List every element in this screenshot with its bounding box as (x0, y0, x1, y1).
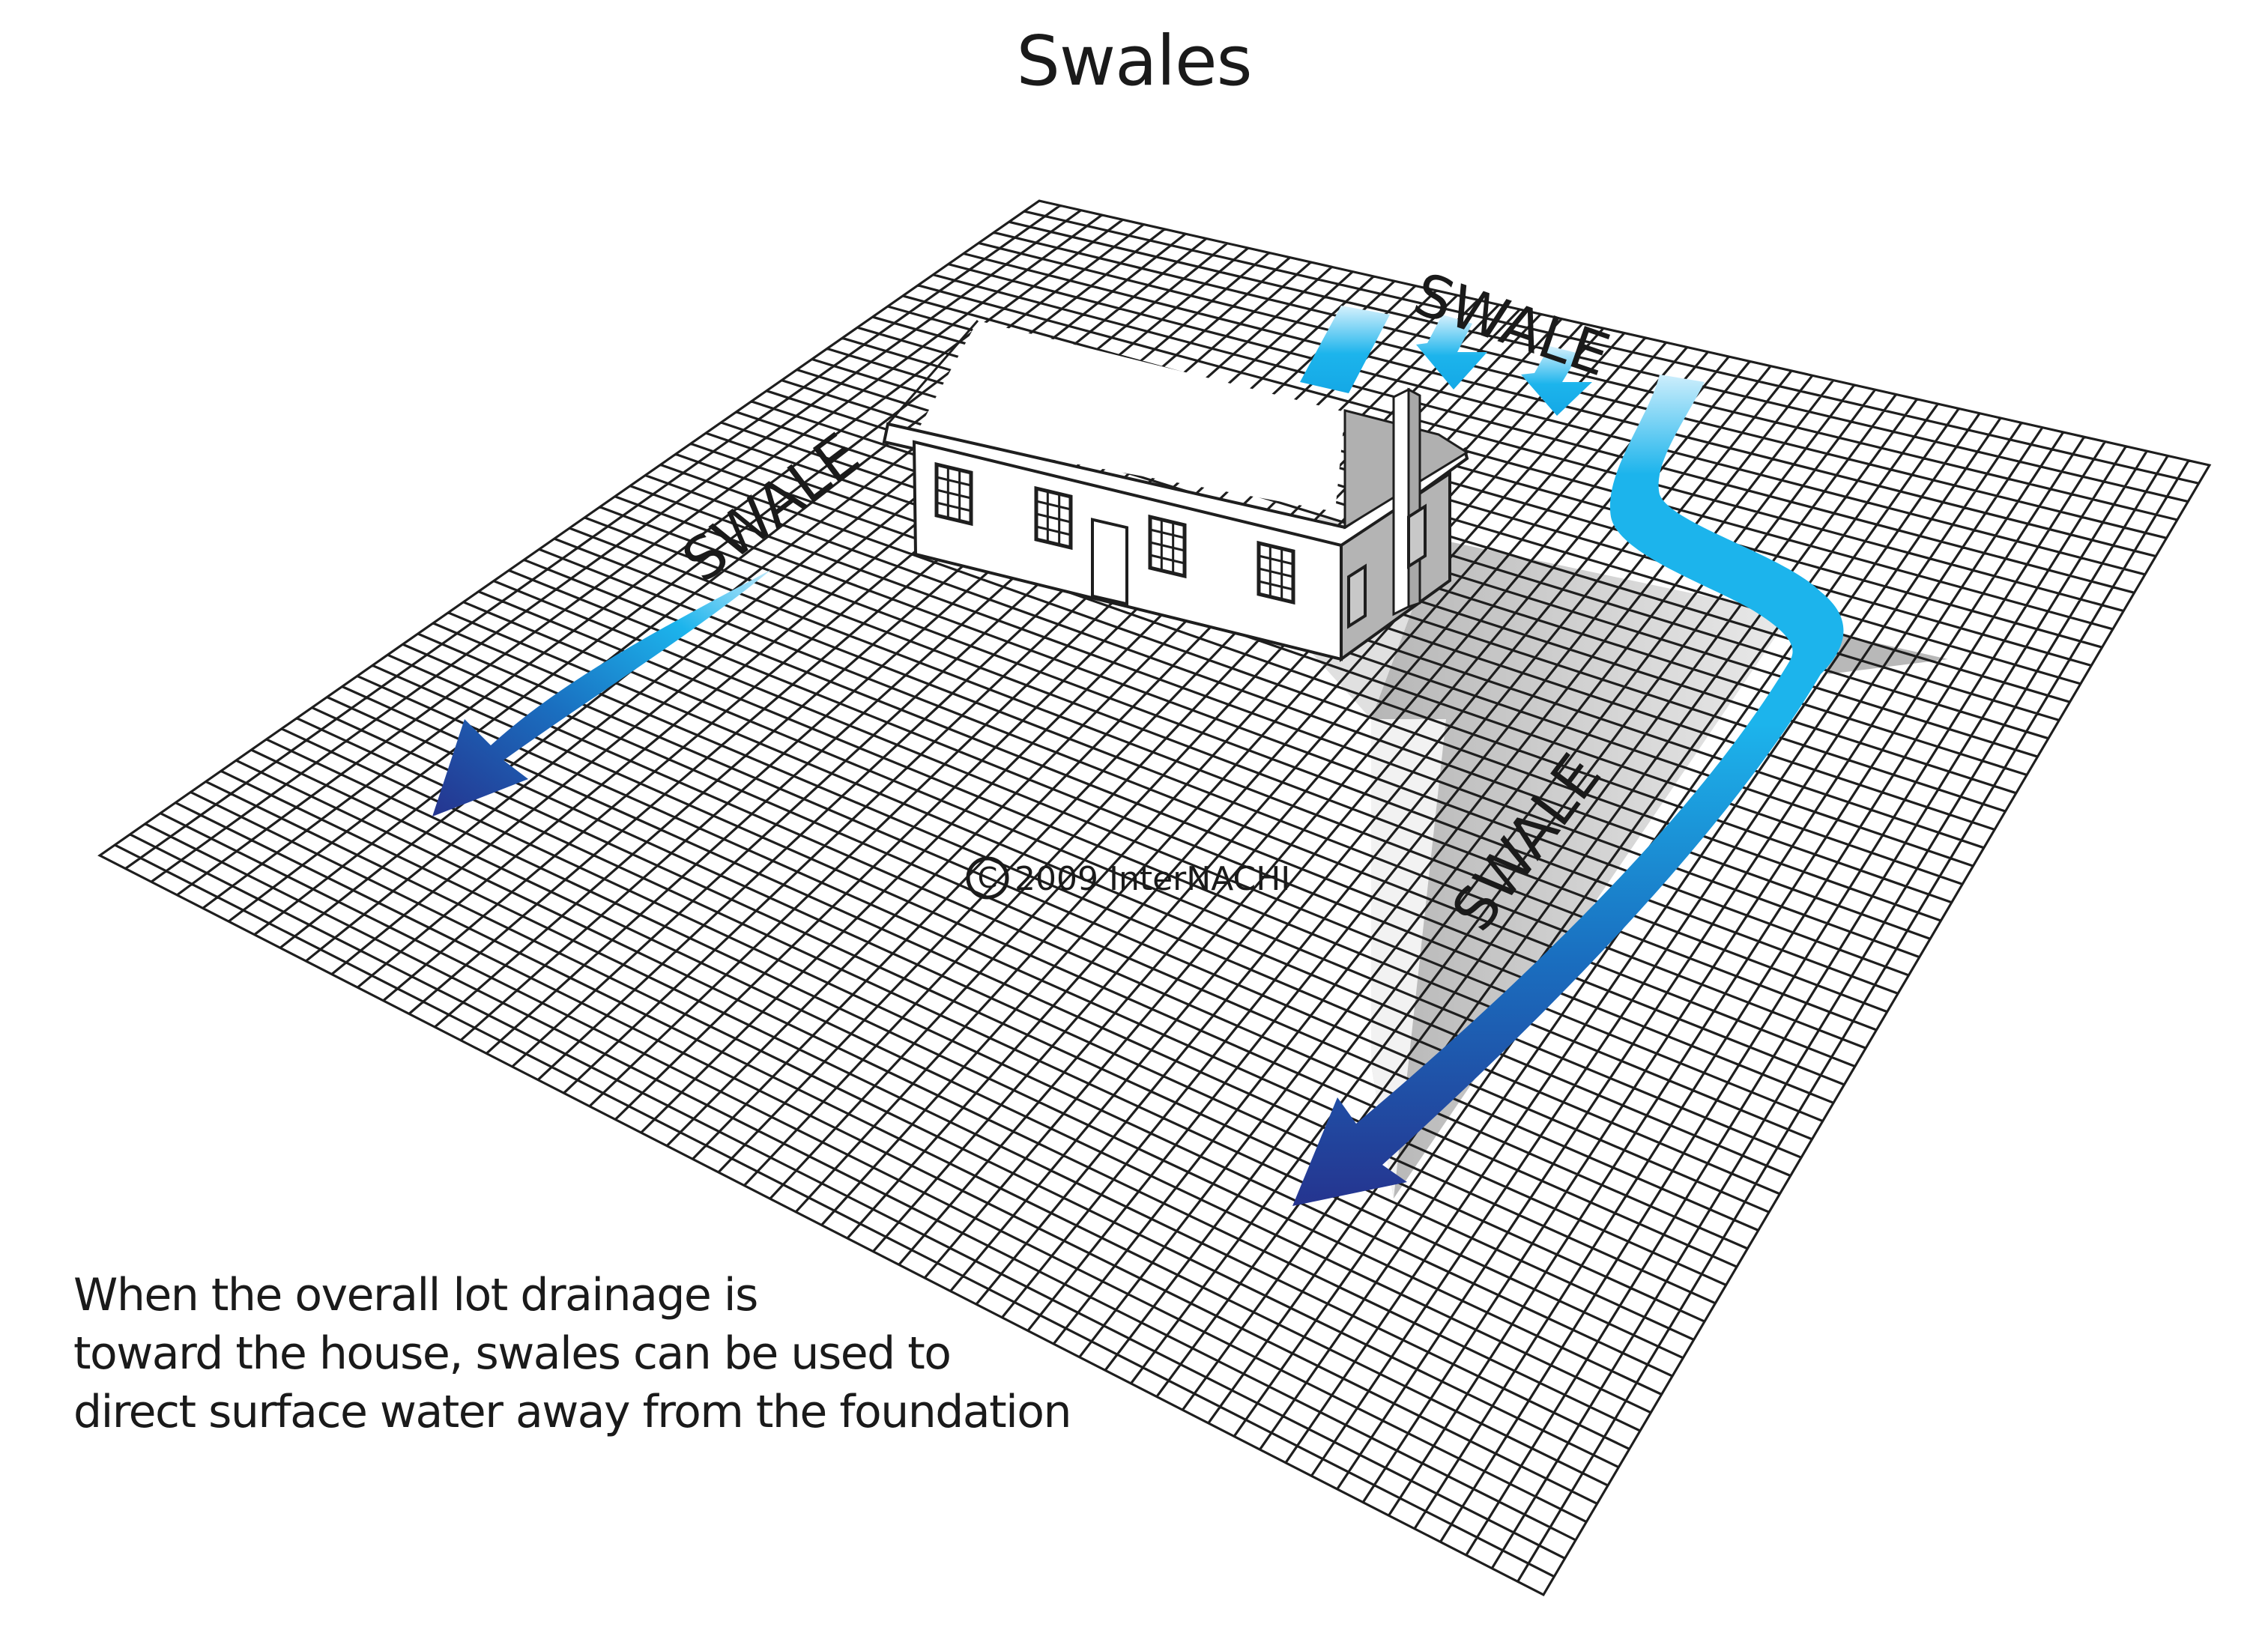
roof-edge-left (886, 320, 979, 425)
copyright-text: 2009 InterNACHI (1014, 860, 1290, 898)
lot-outline (97, 199, 2212, 1596)
left-drain-arrow (432, 569, 772, 816)
flow-arrows (432, 306, 1844, 1206)
window-4 (1257, 540, 1295, 605)
caption-line-1: When the overall lot drainage is (73, 1269, 758, 1321)
back-inflow-arrow-2 (1416, 315, 1487, 390)
caption-line-3: direct surface water away from the found… (73, 1386, 1072, 1438)
copyright-c: C (978, 861, 998, 894)
house-door (1091, 518, 1128, 606)
page-title: Swales (1016, 21, 1252, 101)
chimney (1392, 387, 1421, 616)
back-inflow-arrow-3 (1521, 346, 1592, 416)
back-inflow-arrow-1 (1300, 306, 1390, 393)
caption-line-2: toward the house, swales can be used to (73, 1327, 952, 1380)
window-1 (934, 461, 973, 527)
copyright-mark: C 2009 InterNACHI (966, 856, 1290, 900)
right-drain-arrow (1292, 375, 1844, 1206)
copyright-icon (966, 856, 1009, 900)
window-2 (1034, 485, 1073, 551)
side-window-1 (1347, 563, 1367, 629)
house-roof (916, 321, 1345, 512)
side-window-2 (1407, 503, 1427, 569)
house-windows (934, 461, 1427, 629)
house (882, 320, 1469, 662)
caption: When the overall lot drainage is toward … (73, 1266, 1072, 1441)
window-3 (1148, 514, 1187, 579)
